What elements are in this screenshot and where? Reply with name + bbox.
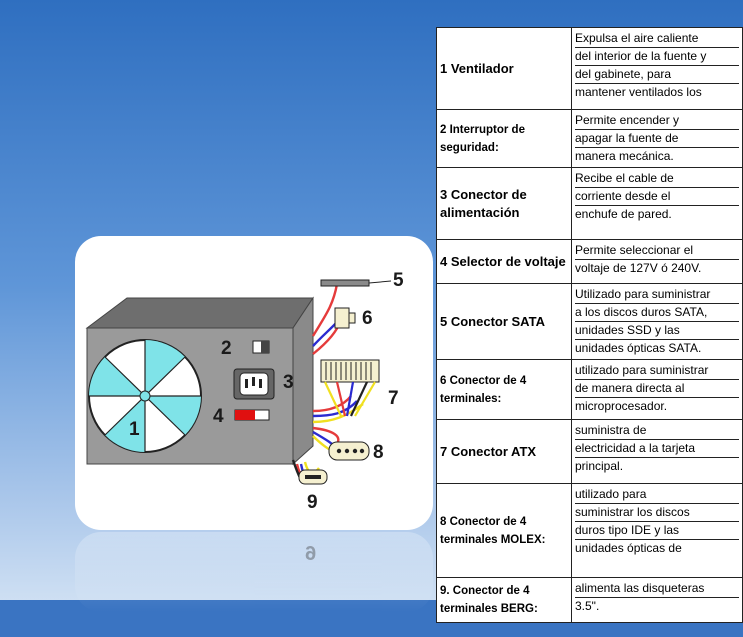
- description-line: suministra de: [575, 422, 739, 440]
- fan-icon: [88, 339, 202, 453]
- description-line: Expulsa el aire caliente: [575, 30, 739, 48]
- callout-2: 2: [221, 338, 232, 359]
- description-line: utilizado para: [575, 486, 739, 504]
- atx-connector-icon: [320, 359, 380, 417]
- description-line: suministrar los discos: [575, 504, 739, 522]
- description-line: apagar la fuente de: [575, 130, 739, 148]
- description-line: mantener ventilados los: [575, 85, 702, 99]
- component-name-cell: 1 Ventilador: [436, 27, 572, 110]
- table-row: 9. Conector de 4 terminales BERG:aliment…: [436, 577, 743, 623]
- description-line: microprocesador.: [575, 399, 668, 413]
- description-line: de manera directa al: [575, 380, 739, 398]
- component-name-cell: 9. Conector de 4 terminales BERG:: [436, 577, 572, 623]
- psu-case-side: [292, 296, 314, 466]
- card-reflection: 9: [75, 532, 433, 612]
- callout-7: 7: [388, 388, 399, 409]
- description-line: corriente desde el: [575, 188, 739, 206]
- component-name-cell: 2 Interruptor de seguridad:: [436, 109, 572, 168]
- description-line: electricidad a la tarjeta: [575, 440, 739, 458]
- callout-1: 1: [129, 419, 140, 440]
- description-line: principal.: [575, 459, 624, 473]
- description-line: Permite seleccionar el: [575, 242, 739, 260]
- table-row: 2 Interruptor de seguridad:Permite encen…: [436, 109, 743, 168]
- molex-connector-icon: [328, 441, 370, 461]
- callout-9: 9: [307, 492, 318, 513]
- sata-connector-icon: [320, 279, 370, 287]
- voltage-selector-icon: [234, 409, 270, 421]
- description-line: unidades ópticas SATA.: [575, 341, 702, 355]
- psu-diagram: [85, 279, 392, 485]
- component-name-cell: 8 Conector de 4 terminales MOLEX:: [436, 483, 572, 578]
- callout-6: 6: [362, 308, 373, 329]
- description-line: 3.5".: [575, 599, 600, 613]
- psu-illustration-card: 1 2 3 4 5 6 7 8 9: [75, 236, 433, 530]
- description-line: enchufe de pared.: [575, 207, 672, 221]
- callout-leader-5: [368, 280, 392, 284]
- description-line: duros tipo IDE y las: [575, 522, 739, 540]
- psu-case-top: [85, 297, 314, 329]
- power-switch-icon: [252, 340, 270, 354]
- description-line: alimenta las disqueteras: [575, 580, 739, 598]
- callout-4: 4: [213, 406, 224, 427]
- description-line: unidades SSD y las: [575, 322, 739, 340]
- description-line: a los discos duros SATA,: [575, 304, 739, 322]
- component-name-cell: 6 Conector de 4 terminales:: [436, 359, 572, 420]
- description-line: Utilizado para suministrar: [575, 286, 739, 304]
- component-name-cell: 7 Conector ATX: [436, 419, 572, 484]
- cpu-connector-icon: [334, 307, 356, 329]
- callout-5: 5: [393, 270, 404, 291]
- component-name-cell: 5 Conector SATA: [436, 283, 572, 360]
- berg-connector-icon: [298, 469, 328, 485]
- callout-3: 3: [283, 372, 294, 393]
- description-line: unidades ópticas de: [575, 541, 682, 555]
- power-inlet-icon: [233, 368, 275, 400]
- description-line: del interior de la fuente y: [575, 48, 739, 66]
- component-name-cell: 4 Selector de voltaje: [436, 239, 572, 284]
- description-line: Permite encender y: [575, 112, 739, 130]
- reflection-callout-9: 9: [305, 541, 317, 563]
- description-line: del gabinete, para: [575, 66, 739, 84]
- table-row: 6 Conector de 4 terminales:utilizado par…: [436, 359, 743, 420]
- table-row: 8 Conector de 4 terminales MOLEX:utiliza…: [436, 483, 743, 578]
- description-line: utilizado para suministrar: [575, 362, 739, 380]
- description-line: Recibe el cable de: [575, 170, 739, 188]
- description-line: voltaje de 127V ó 240V.: [575, 261, 702, 275]
- component-name-cell: 3 Conector de alimentación: [436, 167, 572, 240]
- callout-8: 8: [373, 442, 384, 463]
- description-line: manera mecánica.: [575, 149, 674, 163]
